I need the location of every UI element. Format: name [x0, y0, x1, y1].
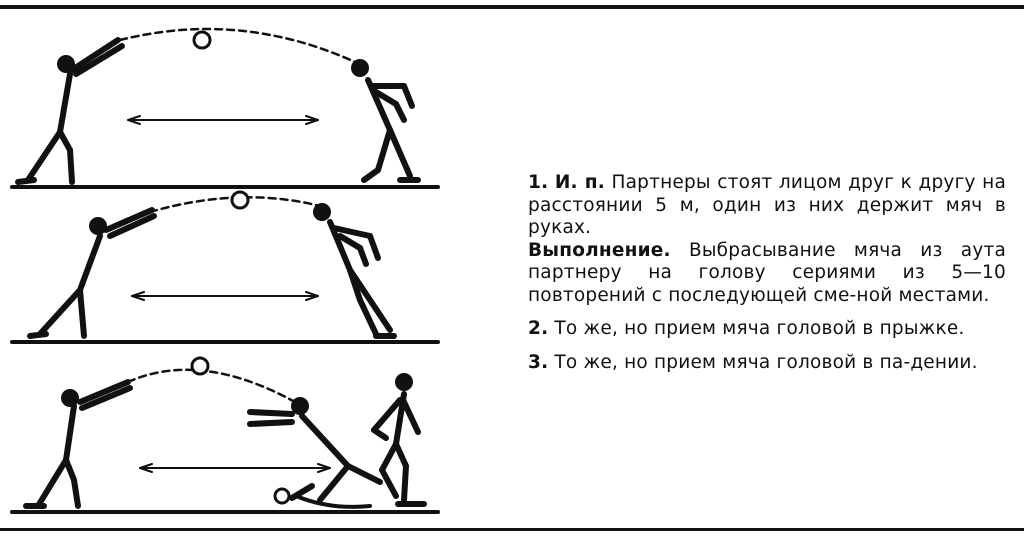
exercise-descriptions: 1. И. п. Партнеры стоят лицом друг к дру… — [528, 172, 1006, 374]
thrower-figure — [15, 37, 125, 185]
jumping-partner-figure — [371, 373, 427, 507]
ball — [230, 190, 250, 210]
exercise-1-execution: Выполнение. Выбрасывание мяча из аута па… — [528, 240, 1006, 308]
diving-receiver-figure — [247, 397, 383, 509]
exercise-1-start-text: Партнеры стоят лицом друг к другу на рас… — [528, 172, 1006, 238]
receiver-figure — [351, 59, 421, 183]
panel-2-illustration — [10, 190, 440, 344]
bottom-rule — [0, 528, 1024, 531]
thrower-figure — [27, 207, 157, 339]
exercise-1-exec-label: Выполнение. — [528, 239, 671, 261]
ball-trajectory — [126, 368, 297, 404]
thrower-figure — [23, 379, 133, 509]
panel-1-illustration — [10, 27, 440, 189]
exercise-1-description: 1. И. п. Партнеры стоят лицом друг к дру… — [528, 172, 1006, 240]
receiver-figure — [313, 203, 397, 339]
exercise-1-exec-text: Выбрасывание мяча из аута партнеру на го… — [528, 239, 1006, 306]
exercise-3-description: 3. То же, но прием мяча головой в па-ден… — [528, 352, 1006, 375]
exercise-3-number: 3. — [528, 351, 549, 373]
ball — [190, 356, 210, 376]
ball — [192, 30, 212, 50]
exercise-1-start-label: И. п. — [554, 172, 606, 193]
exercise-1-number: 1. — [528, 172, 549, 193]
panel-3-illustration — [10, 356, 440, 514]
exercise-2-number: 2. — [528, 318, 549, 339]
exercise-2-description: 2. То же, но прием мяча головой в прыжке… — [528, 318, 1006, 341]
top-rule — [0, 5, 1024, 9]
exercise-3-text: То же, но прием мяча головой в па-дении. — [554, 351, 978, 373]
exercise-2-text: То же, но прием мяча головой в прыжке. — [554, 318, 965, 339]
ball-trajectory — [118, 27, 357, 64]
exercise-illustrations — [10, 27, 440, 514]
